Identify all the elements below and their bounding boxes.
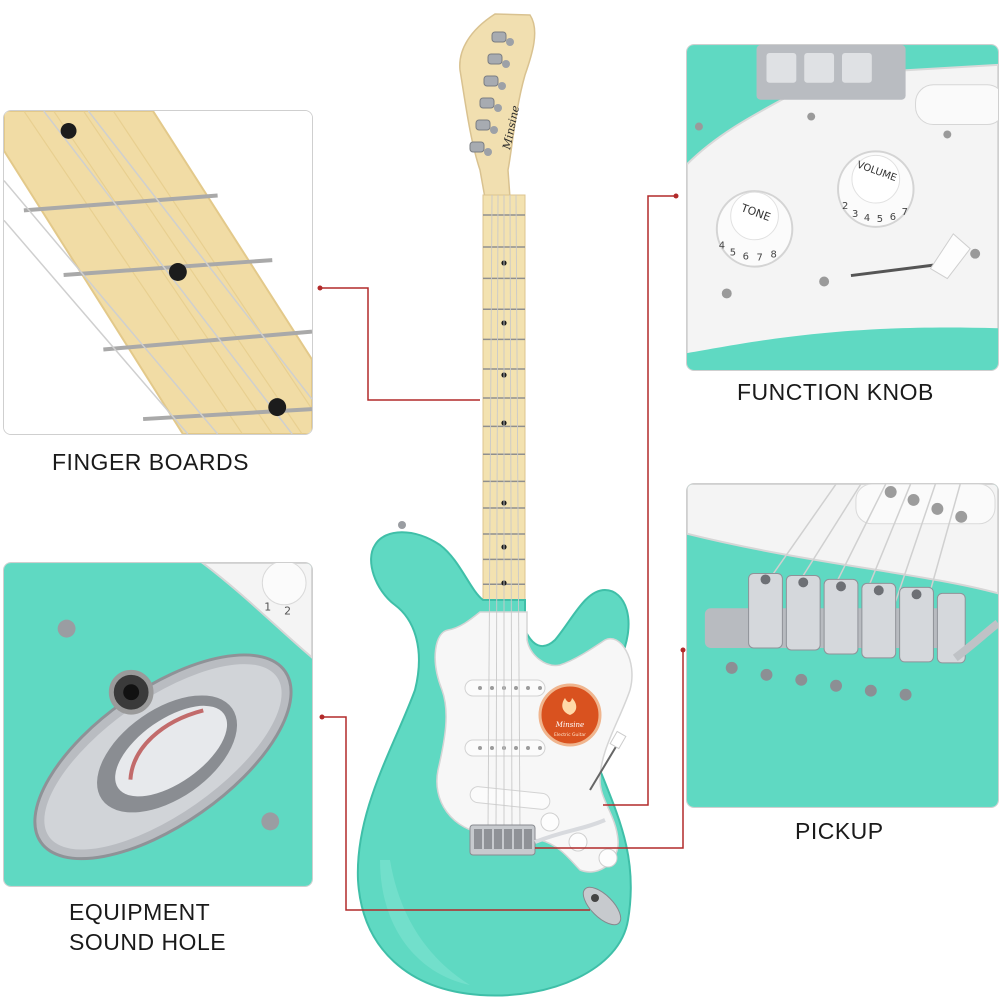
- pickup-selector-lever: [850, 262, 946, 278]
- volume-knob-number: 4: [864, 213, 870, 224]
- function-knob-closeup-image: VOLUME TONE 4 5 6 7 8 2 3 4 5 6 7: [687, 45, 998, 370]
- inlay-dot: [60, 122, 77, 139]
- volume-knob-number: 7: [902, 207, 908, 218]
- guitar-image: Minsine: [320, 0, 640, 1000]
- inlay-dot: [268, 398, 287, 417]
- function-knob-caption: FUNCTION KNOB: [737, 379, 934, 405]
- badge-brand: Minsine: [555, 721, 584, 729]
- bridge-saddles: [748, 572, 966, 664]
- tuning-pegs: [469, 31, 507, 153]
- pickup-caption: PICKUP: [795, 818, 884, 844]
- inlay-dot: [168, 263, 187, 281]
- pickup-closeup-image: [687, 484, 998, 807]
- volume-knob-number: 5: [877, 214, 883, 225]
- tone-knob-number: 7: [757, 253, 763, 264]
- tone-knob-number: 5: [730, 248, 736, 259]
- equipment-sound-hole-detail-panel: 1 2: [3, 562, 313, 887]
- jack-knob-number: 1: [264, 601, 271, 614]
- volume-knob-number: 6: [890, 212, 896, 223]
- jack-knob-number: 2: [284, 605, 291, 618]
- finger-boards-caption: FINGER BOARDS: [52, 449, 249, 475]
- tone-knob-number: 4: [719, 241, 725, 252]
- tone-knob-number: 6: [743, 252, 749, 263]
- output-jack-plate: [33, 653, 293, 861]
- volume-knob-number: 2: [842, 201, 848, 212]
- function-knob-detail-panel: VOLUME TONE 4 5 6 7 8 2 3 4 5 6 7: [686, 44, 999, 371]
- tone-knob-number: 8: [770, 250, 776, 261]
- badge-subtitle: Electric Guitar: [554, 732, 586, 738]
- pickup-detail-panel: [686, 483, 999, 808]
- volume-knob-number: 3: [852, 209, 858, 220]
- equipment-caption-line2: SOUND HOLE: [69, 929, 227, 955]
- equipment-caption-line1: EQUIPMENT: [69, 899, 211, 925]
- fingerboard-closeup-image: [4, 111, 312, 434]
- finger-boards-detail-panel: [3, 110, 313, 435]
- output-jack-closeup-image: 1 2: [4, 563, 312, 886]
